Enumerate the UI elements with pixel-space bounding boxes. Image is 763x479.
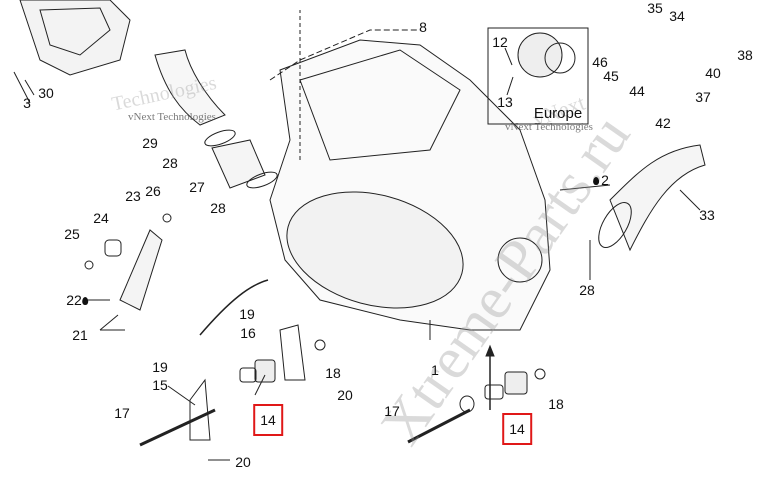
inset-frame bbox=[487, 27, 589, 125]
callout-25: 25 bbox=[64, 226, 80, 242]
callout-1: 1 bbox=[431, 362, 439, 378]
callout-20: 20 bbox=[235, 454, 251, 470]
callout-18: 18 bbox=[325, 365, 341, 381]
fluid-drop-icon bbox=[593, 177, 600, 186]
callout-37: 37 bbox=[695, 89, 711, 105]
hose-33 bbox=[609, 144, 706, 252]
shroud-part bbox=[19, 0, 131, 76]
callout-27: 27 bbox=[189, 179, 205, 195]
callout-19: 19 bbox=[152, 359, 168, 375]
callout-19: 19 bbox=[239, 306, 255, 322]
callout-3: 3 bbox=[23, 95, 31, 111]
callout-24: 24 bbox=[93, 210, 109, 226]
callout-46: 46 bbox=[592, 54, 608, 70]
callout-23: 23 bbox=[125, 188, 141, 204]
callout-28: 28 bbox=[210, 200, 226, 216]
fluid-drop-icon bbox=[81, 297, 88, 306]
callout-28: 28 bbox=[579, 282, 595, 298]
callout-17: 17 bbox=[384, 403, 400, 419]
callout-16: 16 bbox=[240, 325, 256, 341]
callout-33: 33 bbox=[699, 207, 715, 223]
callout-8: 8 bbox=[419, 19, 427, 35]
callout-13: 13 bbox=[497, 94, 513, 110]
callout-12: 12 bbox=[492, 34, 508, 50]
callout-22-number: 22 bbox=[66, 292, 82, 308]
callout-14-highlighted: 14 bbox=[253, 404, 283, 436]
callout-40: 40 bbox=[705, 65, 721, 81]
callout-30: 30 bbox=[38, 85, 54, 101]
watermark-small: vNext Technologies bbox=[505, 121, 593, 133]
callout-21: 21 bbox=[72, 327, 88, 343]
callout-14-highlighted: 14 bbox=[502, 413, 532, 445]
callout-45: 45 bbox=[603, 68, 619, 84]
callout-18: 18 bbox=[548, 396, 564, 412]
boot-part bbox=[211, 139, 266, 189]
callout-26: 26 bbox=[145, 183, 161, 199]
callout-29: 29 bbox=[142, 135, 158, 151]
callout-35: 35 bbox=[647, 0, 663, 16]
callout-38: 38 bbox=[737, 47, 753, 63]
callout-22: 22 bbox=[66, 293, 90, 307]
callout-44: 44 bbox=[629, 83, 645, 99]
callout-17: 17 bbox=[114, 405, 130, 421]
inset-label-europe: Europe bbox=[533, 105, 583, 122]
callout-42: 42 bbox=[655, 115, 671, 131]
intake-hose bbox=[154, 49, 226, 126]
callout-15: 15 bbox=[152, 377, 168, 393]
callout-2: 2 bbox=[593, 173, 609, 187]
callout-20: 20 bbox=[337, 387, 353, 403]
callout-2-number: 2 bbox=[601, 172, 609, 188]
bracket-23 bbox=[119, 229, 163, 311]
watermark-small: vNext Technologies bbox=[128, 111, 216, 123]
callout-34: 34 bbox=[669, 8, 685, 24]
callout-28: 28 bbox=[162, 155, 178, 171]
